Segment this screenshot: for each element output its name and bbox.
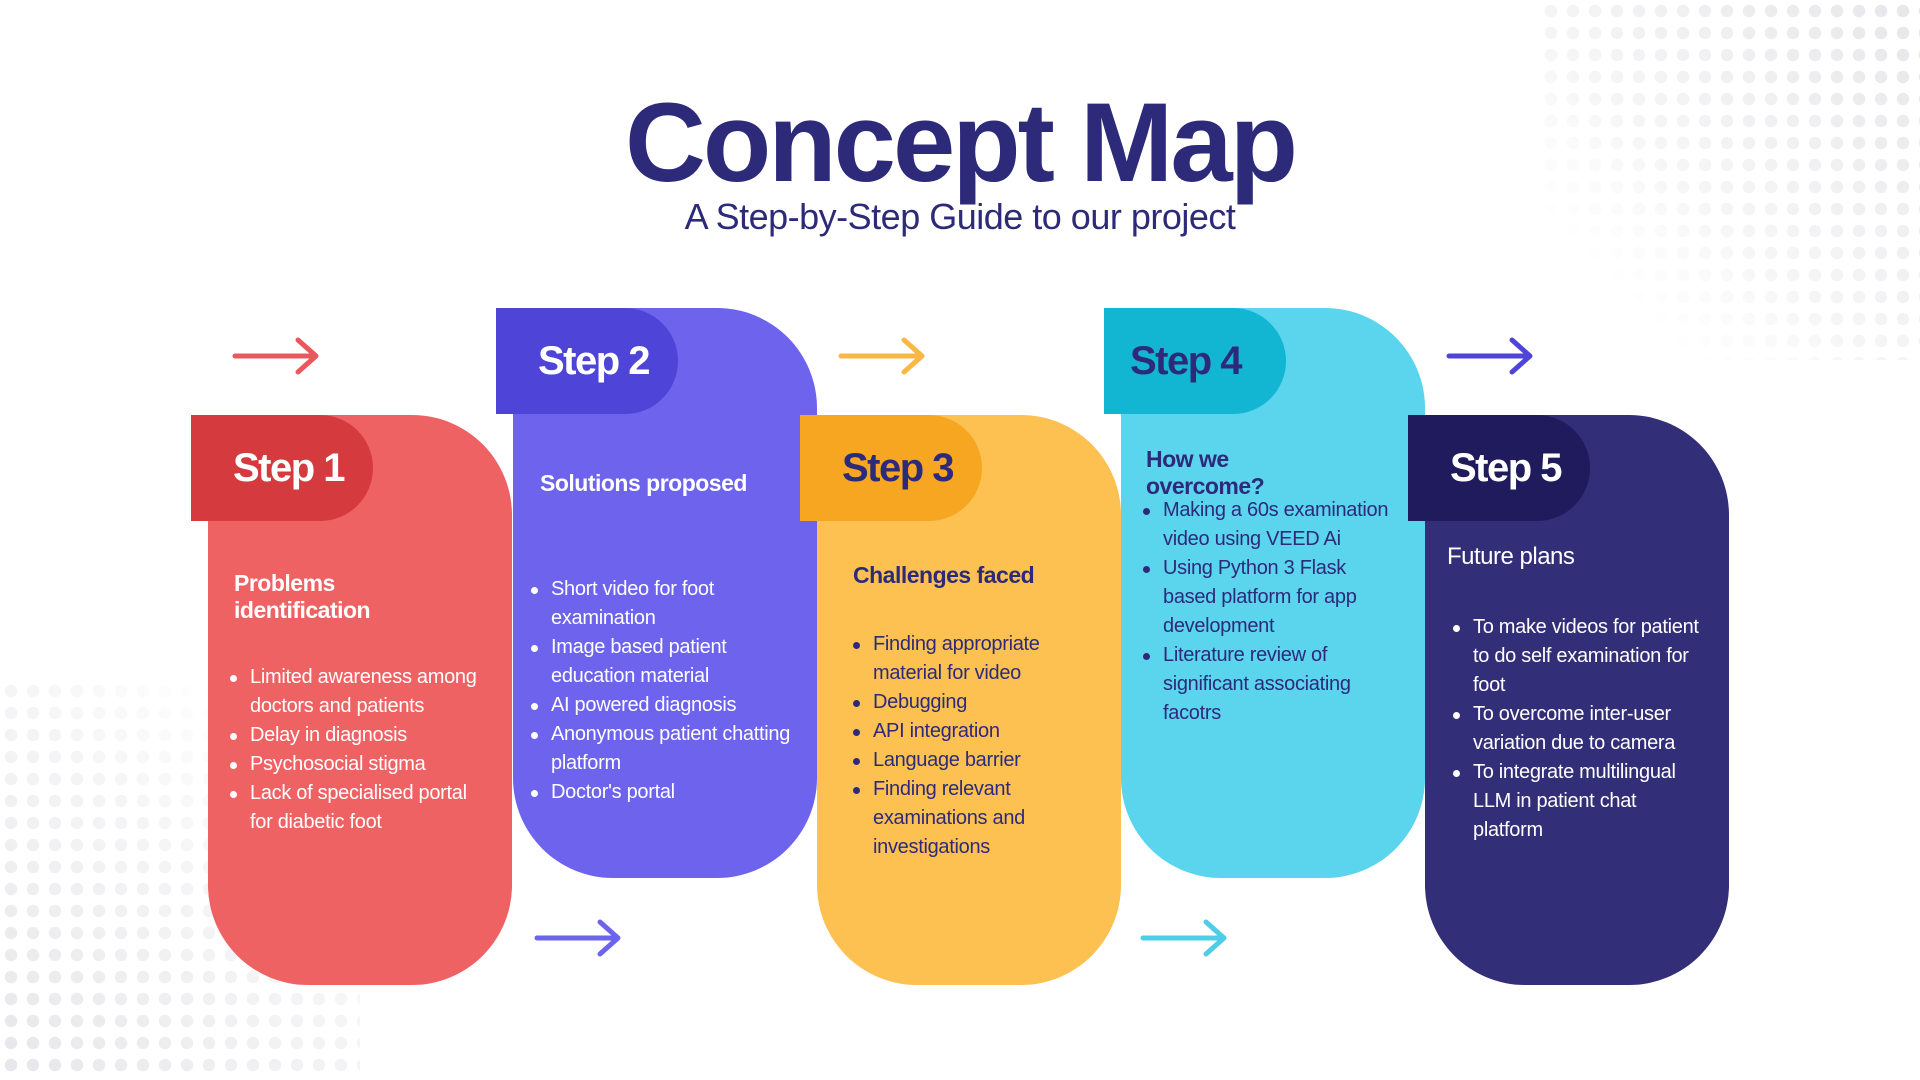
step-5-heading: Future plans [1447, 543, 1575, 570]
step-5-list: To make videos for patient to do self ex… [1451, 613, 1707, 845]
step-3-tab: Step 3 [800, 415, 982, 521]
list-item: API integration [851, 717, 1101, 746]
page-subtitle: A Step-by-Step Guide to our project [684, 196, 1236, 237]
step-2-tab: Step 2 [496, 308, 678, 414]
step-3-list: Finding appropriate material for video D… [851, 630, 1101, 862]
list-item: To overcome inter-user variation due to … [1451, 700, 1707, 758]
step-4-heading: How we overcome? [1146, 446, 1265, 499]
list-item: Short video for foot examination [529, 575, 791, 633]
right-arrow-icon [1446, 337, 1533, 375]
step-4-list: Making a 60s examination video using VEE… [1141, 496, 1403, 728]
list-item: Literature review of significant associa… [1141, 641, 1403, 728]
list-item: Psychosocial stigma [228, 750, 492, 779]
list-item: Anonymous patient chatting platform [529, 720, 791, 778]
step-3-heading: Challenges faced [853, 562, 1035, 588]
step-1-tab: Step 1 [191, 415, 373, 521]
step-1-list: Limited awareness among doctors and pati… [228, 663, 492, 837]
list-item: Finding relevant examinations and invest… [851, 775, 1101, 862]
list-item: Limited awareness among doctors and pati… [228, 663, 492, 721]
step-2-heading: Solutions proposed [540, 470, 747, 496]
list-item: Using Python 3 Flask based platform for … [1141, 554, 1403, 641]
list-item: To make videos for patient to do self ex… [1451, 613, 1707, 700]
list-item: Delay in diagnosis [228, 721, 492, 750]
right-arrow-icon [838, 337, 925, 375]
step-5-tab: Step 5 [1408, 415, 1590, 521]
list-item: AI powered diagnosis [529, 691, 791, 720]
step-4-card: How we overcome? Making a 60s examinatio… [1121, 308, 1425, 878]
list-item: Debugging [851, 688, 1101, 717]
step-2-list: Short video for foot examination Image b… [529, 575, 791, 807]
list-item: Doctor's portal [529, 778, 791, 807]
step-1-heading: Problems identification [234, 570, 371, 623]
list-item: Language barrier [851, 746, 1101, 775]
list-item: Lack of specialised portal for diabetic … [228, 779, 492, 837]
list-item: Making a 60s examination video using VEE… [1141, 496, 1403, 554]
list-item: Finding appropriate material for video [851, 630, 1101, 688]
decorative-dot-pattern-top-right [1540, 0, 1920, 360]
right-arrow-icon [534, 919, 621, 957]
right-arrow-icon [1140, 919, 1227, 957]
list-item: To integrate multilingual LLM in patient… [1451, 758, 1707, 845]
page-title: Concept Map [624, 80, 1298, 205]
list-item: Image based patient education material [529, 633, 791, 691]
step-4-tab: Step 4 [1104, 308, 1286, 414]
right-arrow-icon [232, 337, 319, 375]
